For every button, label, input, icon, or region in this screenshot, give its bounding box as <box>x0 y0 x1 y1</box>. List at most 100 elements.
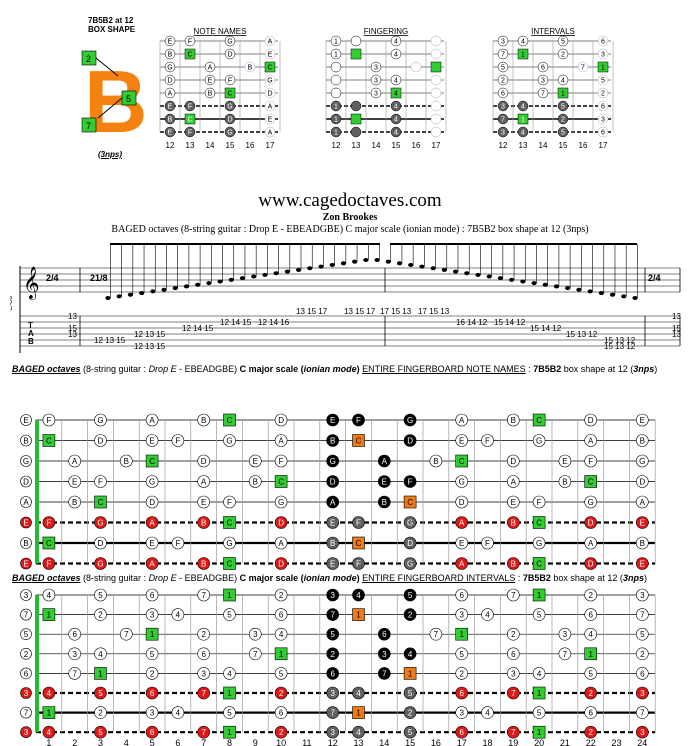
note-head <box>565 286 571 291</box>
fret-number: 17 <box>266 141 275 150</box>
board1-title-g: ionian mode <box>303 364 357 374</box>
note-marker <box>537 61 549 73</box>
note-label: 4 <box>521 130 525 137</box>
note-label: 2 <box>279 689 284 698</box>
note-marker <box>94 516 107 529</box>
open-string-marker <box>20 414 32 426</box>
note-label: 7 <box>330 709 335 718</box>
note-label: C <box>459 457 465 466</box>
note-label: B <box>511 519 516 528</box>
note-label: 1 <box>537 728 542 737</box>
note-label: F <box>228 78 232 85</box>
fret-number: 14 <box>539 141 548 150</box>
note-marker <box>532 706 546 719</box>
note-label: 4 <box>561 78 565 85</box>
note-marker <box>350 100 362 112</box>
board1-title-f: ( <box>298 364 304 374</box>
note-label: A <box>588 539 594 548</box>
root-note-marker <box>145 627 159 641</box>
note-label: 6 <box>601 39 605 46</box>
root-note-marker <box>455 627 469 641</box>
fret-number: 9 <box>253 738 258 746</box>
note-label: 5 <box>561 39 565 46</box>
note-head <box>105 296 111 300</box>
board2-title-f: ( <box>298 573 304 583</box>
note-head <box>385 259 391 264</box>
open-string-label: E <box>23 519 28 528</box>
tab-fret-number: 13 <box>68 330 77 339</box>
root-note-marker <box>224 87 236 99</box>
note-label: C <box>149 457 155 466</box>
board2-title: BAGED octaves (8-string guitar : Drop E … <box>12 573 647 583</box>
note-label: B <box>253 478 258 487</box>
note-label: 4 <box>394 130 398 137</box>
open-string-label: 5 <box>24 630 29 639</box>
fret-number: 3 <box>98 738 103 746</box>
note-marker <box>164 35 176 47</box>
note-marker <box>145 516 159 529</box>
note-marker <box>635 725 649 739</box>
note-marker <box>532 495 546 509</box>
shape-title-line2: BOX SHAPE <box>88 25 136 34</box>
tab-fret-number: 13 <box>672 330 681 339</box>
note-label: 6 <box>382 630 387 639</box>
note-marker <box>274 686 288 700</box>
note-label: E <box>382 478 387 487</box>
nut <box>35 420 39 564</box>
note-marker <box>557 126 569 138</box>
note-label: 7 <box>201 591 206 600</box>
fret-number: 16 <box>246 141 255 150</box>
note-marker <box>145 413 159 427</box>
note-marker <box>249 647 262 661</box>
fret-number: 20 <box>534 738 544 746</box>
note-marker <box>94 725 107 739</box>
root-note-marker <box>352 608 365 621</box>
note-label: 4 <box>394 117 398 124</box>
note-label: 4 <box>356 591 361 600</box>
note-marker <box>274 706 288 719</box>
fret-number: 24 <box>637 738 647 746</box>
note-head <box>161 287 167 292</box>
note-marker <box>352 557 365 570</box>
shape-marker-label-5: 5 <box>126 94 131 104</box>
note-marker <box>403 706 417 719</box>
note-marker <box>274 588 288 602</box>
note-head <box>374 258 380 262</box>
note-label: D <box>510 457 516 466</box>
note-label: G <box>278 498 284 507</box>
note-label: 3 <box>563 630 568 639</box>
note-head <box>408 262 414 267</box>
note-label: A <box>268 130 273 137</box>
note-label: A <box>459 519 465 528</box>
note-marker <box>164 61 176 73</box>
note-marker <box>410 61 422 73</box>
note-marker <box>326 516 340 529</box>
note-head <box>621 294 627 299</box>
note-marker <box>330 48 342 60</box>
note-label: B <box>562 478 567 487</box>
note-label: 6 <box>588 709 593 718</box>
note-label: 4 <box>279 630 284 639</box>
note-label: 6 <box>459 689 464 698</box>
note-marker <box>497 61 509 73</box>
note-marker <box>497 74 509 86</box>
tab-fret-number: 15 13 12 <box>604 336 636 345</box>
open-string-label: 3 <box>24 728 29 737</box>
note-label: D <box>167 78 172 85</box>
tab-fret-number: 15 13 12 <box>566 330 598 339</box>
note-label: C <box>278 478 284 487</box>
board1-title-e: C major scale <box>239 364 299 374</box>
open-string-marker <box>20 608 32 621</box>
root-note-marker <box>42 608 56 621</box>
note-marker <box>584 725 598 739</box>
note-marker <box>506 667 520 680</box>
note-marker <box>350 126 362 138</box>
note-marker <box>326 475 340 488</box>
note-marker <box>455 647 469 661</box>
note-marker <box>42 725 56 739</box>
note-label: A <box>330 498 336 507</box>
note-marker <box>326 725 340 739</box>
note-label: E <box>168 39 173 46</box>
root-note-marker <box>184 113 196 125</box>
fret-number: 12 <box>332 141 341 150</box>
